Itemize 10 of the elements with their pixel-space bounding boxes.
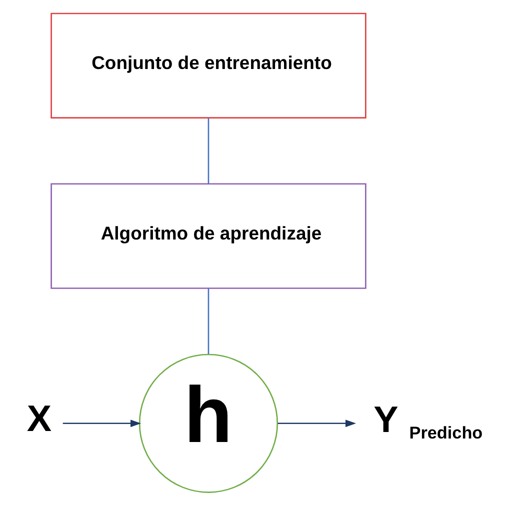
connector xyxy=(208,118,210,184)
arrow xyxy=(278,420,356,428)
arrow xyxy=(62,420,142,428)
node-circle: h xyxy=(138,354,278,493)
node-text: Y xyxy=(374,398,398,440)
node-box: Conjunto de entrenamiento xyxy=(50,12,366,118)
node-box: Algoritmo de aprendizaje xyxy=(50,183,366,289)
node-text: X xyxy=(26,398,52,440)
node-label: Predicho xyxy=(409,422,483,442)
connector xyxy=(208,288,210,354)
